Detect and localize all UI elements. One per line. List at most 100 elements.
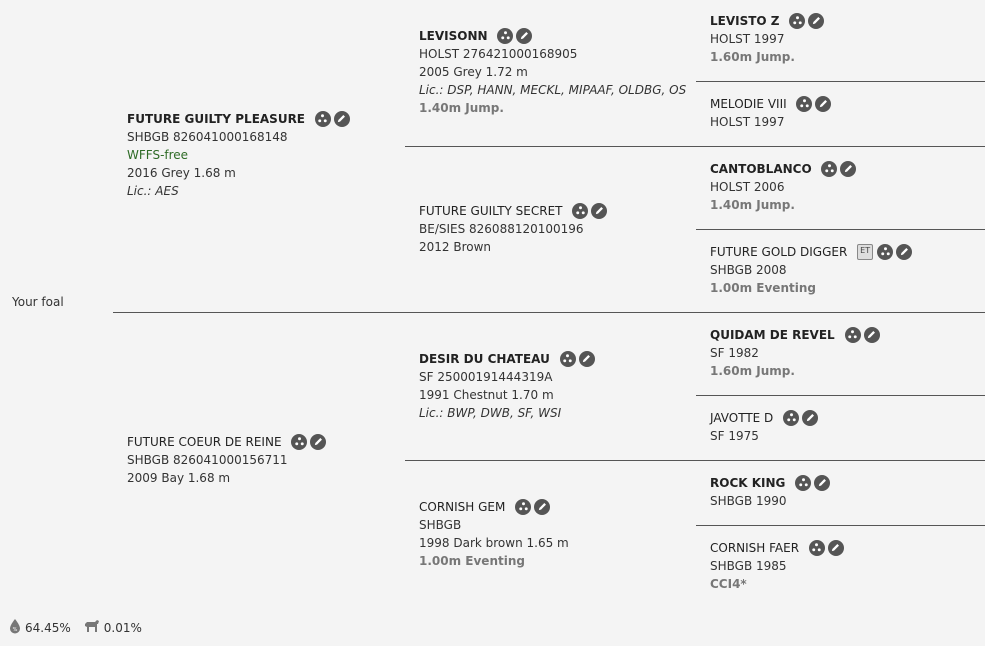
sire-sire-registration: HOLST 276421000168905 [419, 47, 578, 61]
edit-pencil-icon[interactable] [534, 498, 551, 515]
sire-sire-details: 2005 Grey 1.72 m [419, 65, 528, 79]
footer-stats: % 64.45% 0.01% [8, 618, 142, 637]
ggp-registration: HOLST 1997 [710, 115, 785, 129]
divider-g2 [696, 229, 985, 230]
ggp-name[interactable]: MELODIE VIII [710, 97, 787, 111]
pedigree-icon[interactable] [789, 12, 806, 29]
divider-foal [113, 312, 985, 313]
ggp-name[interactable]: CANTOBLANCO [710, 162, 812, 176]
edit-pencil-icon[interactable] [814, 474, 831, 491]
ggp-entry-7: ROCK KING SHBGB 1990 [710, 474, 831, 510]
dam-dam-entry: CORNISH GEM SHBGB 1998 Dark brown 1.65 m… [419, 498, 569, 570]
dam-registration: SHBGB 826041000156711 [127, 453, 288, 467]
ggp-entry-2: MELODIE VIII HOLST 1997 [710, 95, 832, 131]
sire-dam-entry: FUTURE GUILTY SECRET BE/SIES 82608812010… [419, 202, 608, 256]
dam-entry: FUTURE COEUR DE REINE SHBGB 826041000156… [127, 433, 327, 487]
ggp-name[interactable]: LEVISTO Z [710, 14, 780, 28]
sire-sire-entry: LEVISONN HOLST 276421000168905 2005 Grey… [419, 27, 686, 117]
divider-g1 [696, 81, 985, 82]
edit-pencil-icon[interactable] [578, 350, 595, 367]
dam-sire-entry: DESIR DU CHATEAU SF 25000191444319A 1991… [419, 350, 595, 422]
ggp-sport: CCI4* [710, 577, 747, 591]
ggp-name[interactable]: JAVOTTE D [710, 411, 774, 425]
sire-registration: SHBGB 826041000168148 [127, 130, 288, 144]
edit-pencil-icon[interactable] [863, 326, 880, 343]
sire-name[interactable]: FUTURE GUILTY PLEASURE [127, 112, 306, 126]
edit-pencil-icon[interactable] [516, 27, 533, 44]
edit-pencil-icon[interactable] [310, 433, 327, 450]
edit-pencil-icon[interactable] [591, 202, 608, 219]
pedigree-icon[interactable] [877, 243, 894, 260]
ggp-entry-4: FUTURE GOLD DIGGER ET SHBGB 2008 1.00m E… [710, 243, 913, 297]
ggp-sport: 1.00m Eventing [710, 281, 816, 295]
sire-sire-sport: 1.40m Jump. [419, 101, 504, 115]
divider-g4 [696, 525, 985, 526]
sire-details: 2016 Grey 1.68 m [127, 166, 236, 180]
edit-pencil-icon[interactable] [827, 539, 844, 556]
ggp-registration: SHBGB 2008 [710, 263, 787, 277]
edit-pencil-icon[interactable] [815, 95, 832, 112]
dam-details: 2009 Bay 1.68 m [127, 471, 231, 485]
inbreeding-value: 64.45% [25, 620, 71, 635]
pedigree-icon[interactable] [808, 539, 825, 556]
divider-dam [405, 460, 985, 461]
edit-pencil-icon[interactable] [333, 110, 350, 127]
pedigree-icon[interactable] [515, 498, 532, 515]
ggp-name[interactable]: ROCK KING [710, 476, 786, 490]
ggp-sport: 1.40m Jump. [710, 198, 795, 212]
dam-dam-registration: SHBGB [419, 518, 462, 532]
pedigree-icon[interactable] [821, 160, 838, 177]
sire-dam-registration: BE/SIES 826088120100196 [419, 222, 584, 236]
ggp-sport: 1.60m Jump. [710, 50, 795, 64]
pedigree-icon[interactable] [559, 350, 576, 367]
pedigree-icon[interactable] [314, 110, 331, 127]
edit-pencil-icon[interactable] [896, 243, 913, 260]
pedigree-icon[interactable] [291, 433, 308, 450]
dam-name[interactable]: FUTURE COEUR DE REINE [127, 435, 282, 449]
ggp-registration: SHBGB 1985 [710, 559, 787, 573]
edit-pencil-icon[interactable] [802, 409, 819, 426]
dam-dam-details: 1998 Dark brown 1.65 m [419, 536, 569, 550]
ggp-entry-5: QUIDAM DE REVEL SF 1982 1.60m Jump. [710, 326, 880, 380]
sire-sire-licences: Lic.: DSP, HANN, MECKL, MIPAAF, OLDBG, O… [419, 83, 687, 97]
ggp-name[interactable]: CORNISH FAER [710, 541, 800, 555]
ggp-registration: SF 1975 [710, 429, 759, 443]
dam-sire-details: 1991 Chestnut 1.70 m [419, 388, 554, 402]
dam-sire-name[interactable]: DESIR DU CHATEAU [419, 352, 550, 366]
blood-drop-icon: % [8, 618, 22, 637]
ggp-sport: 1.60m Jump. [710, 364, 795, 378]
edit-pencil-icon[interactable] [808, 12, 825, 29]
sire-wffs-status: WFFS-free [127, 148, 189, 162]
ggp-registration: HOLST 2006 [710, 180, 785, 194]
pedigree-icon[interactable] [783, 409, 800, 426]
sire-dam-details: 2012 Brown [419, 240, 492, 254]
ggp-name[interactable]: QUIDAM DE REVEL [710, 328, 835, 342]
pedigree-icon[interactable] [795, 474, 812, 491]
ggp-registration: HOLST 1997 [710, 32, 785, 46]
et-badge: ET [857, 243, 874, 260]
ggp-entry-3: CANTOBLANCO HOLST 2006 1.40m Jump. [710, 160, 857, 214]
sire-sire-name[interactable]: LEVISONN [419, 29, 488, 43]
relationship-value: 0.01% [103, 620, 142, 635]
ggp-name[interactable]: FUTURE GOLD DIGGER [710, 245, 848, 259]
ggp-entry-1: LEVISTO Z HOLST 1997 1.60m Jump. [710, 12, 825, 66]
dam-sire-registration: SF 25000191444319A [419, 370, 553, 384]
ggp-entry-8: CORNISH FAER SHBGB 1985 CCI4* [710, 539, 844, 593]
divider-sire [405, 146, 985, 147]
ggp-entry-6: JAVOTTE D SF 1975 [710, 409, 819, 445]
dam-dam-name[interactable]: CORNISH GEM [419, 500, 506, 514]
pedigree-icon[interactable] [497, 27, 514, 44]
sire-licences: Lic.: AES [127, 184, 179, 198]
horse-icon [83, 618, 101, 637]
sire-dam-name[interactable]: FUTURE GUILTY SECRET [419, 204, 563, 218]
pedigree-icon[interactable] [844, 326, 861, 343]
dam-dam-sport: 1.00m Eventing [419, 554, 525, 568]
pedigree-icon[interactable] [572, 202, 589, 219]
sire-entry: FUTURE GUILTY PLEASURE SHBGB 82604100016… [127, 110, 350, 200]
pedigree-icon[interactable] [796, 95, 813, 112]
ggp-registration: SF 1982 [710, 346, 759, 360]
ggp-registration: SHBGB 1990 [710, 494, 787, 508]
foal-label: Your foal [12, 295, 64, 309]
svg-text:%: % [13, 627, 18, 633]
edit-pencil-icon[interactable] [840, 160, 857, 177]
